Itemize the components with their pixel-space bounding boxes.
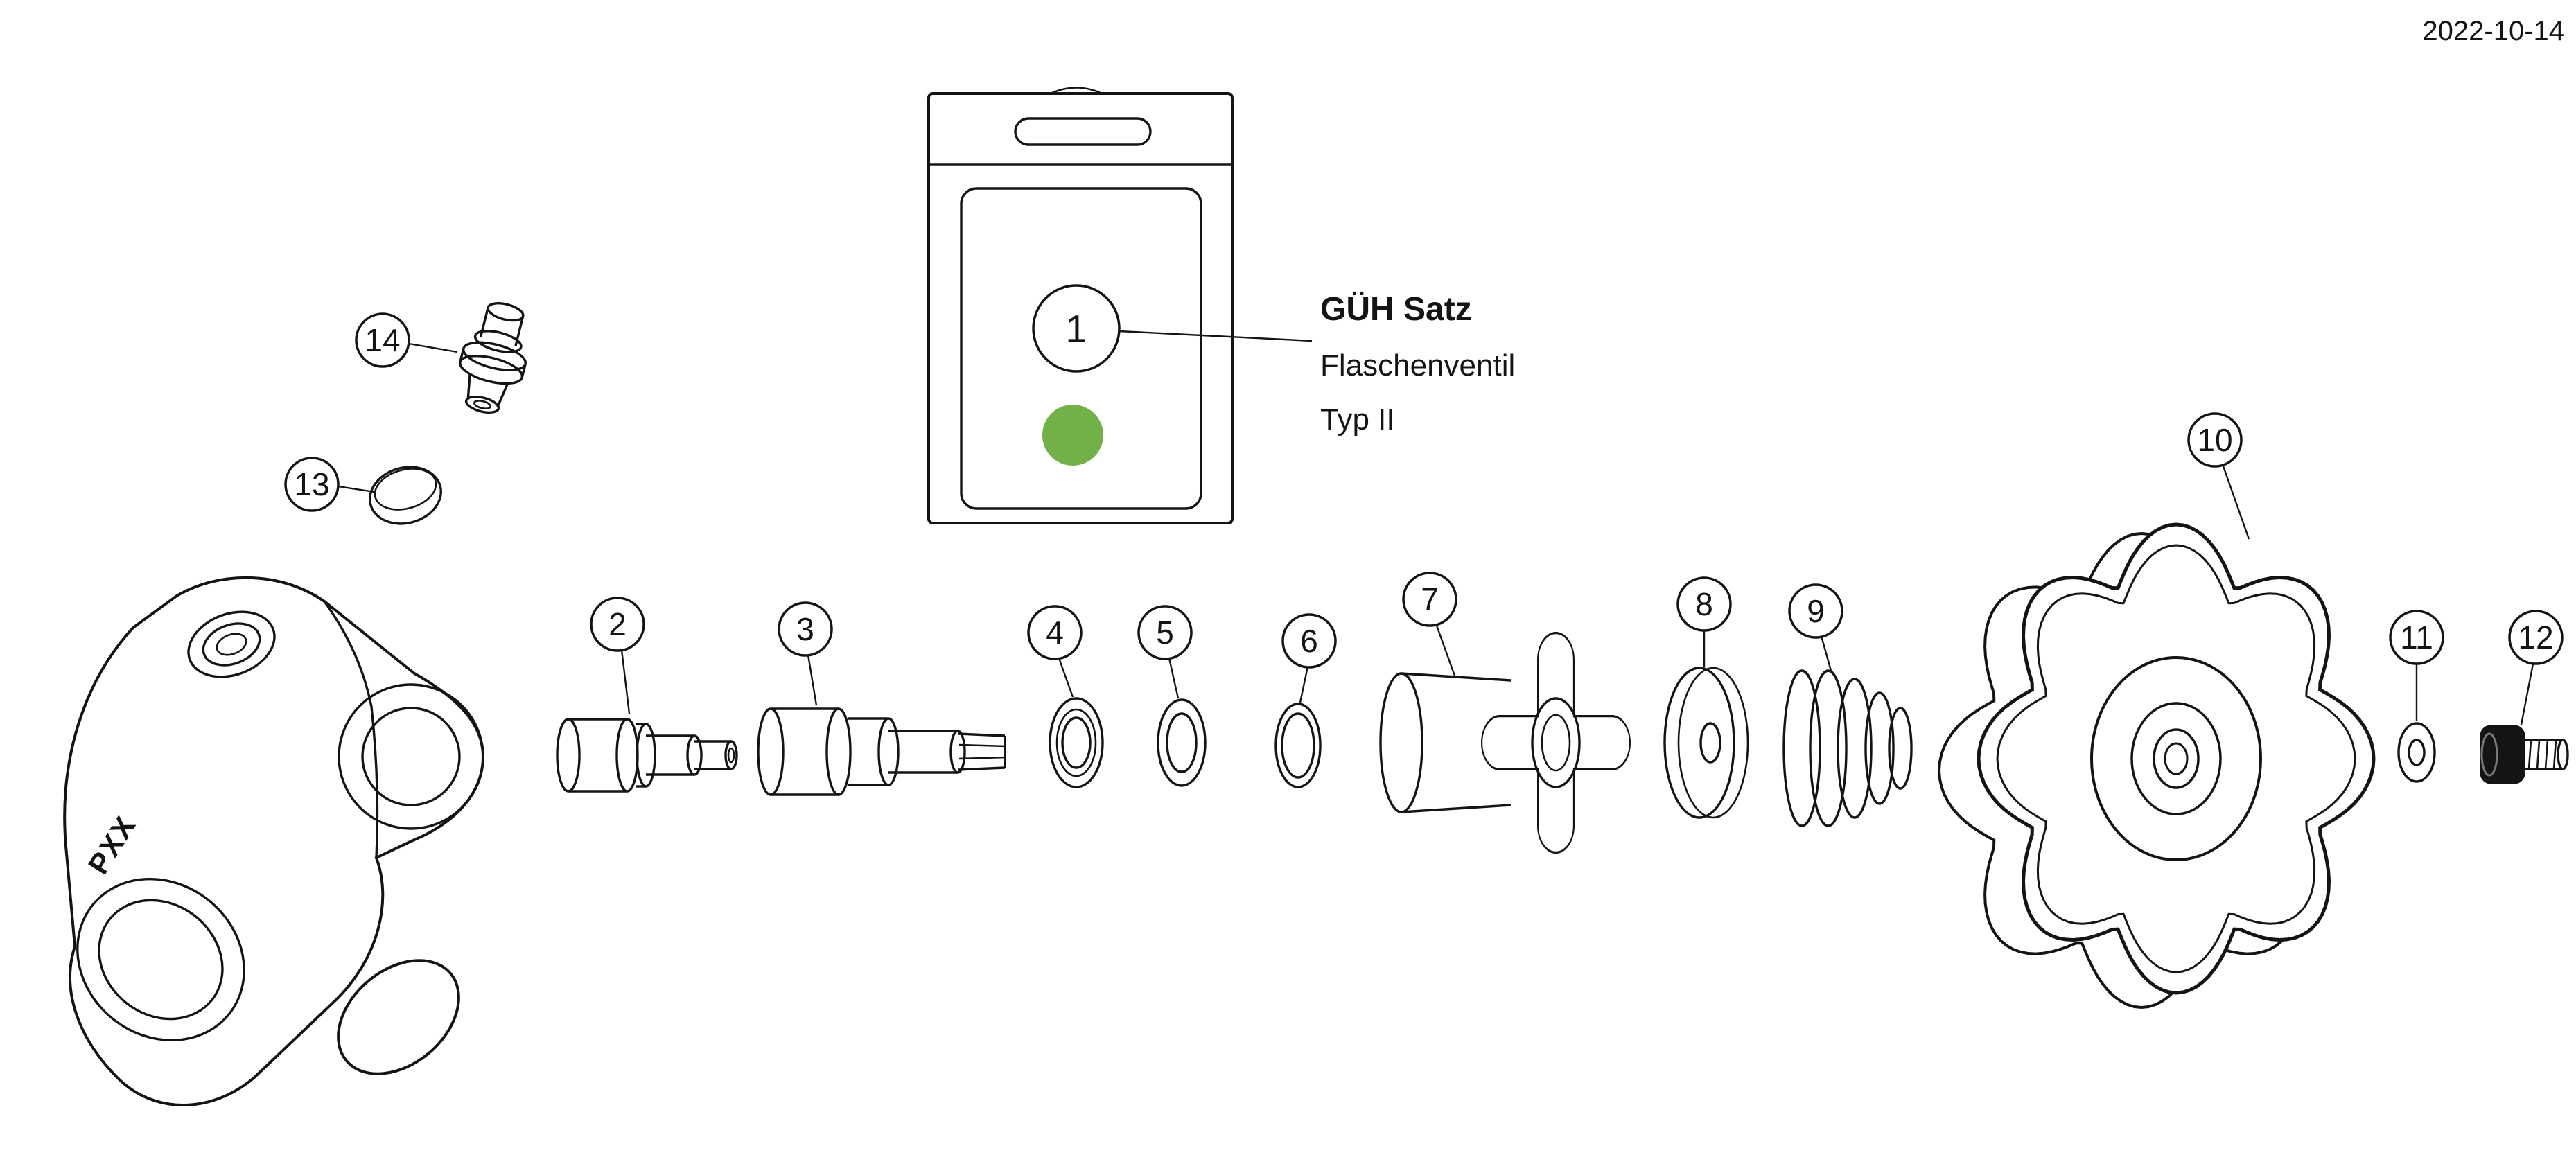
kit-label: GÜH Satz Flaschenventil Typ II [1119, 291, 1515, 436]
callout-9: 9 [1788, 583, 1843, 671]
part-7-drawing [1379, 632, 1631, 854]
callout-13: 13 [284, 457, 375, 512]
valve-body-outline [63, 576, 485, 1106]
svg-text:11: 11 [2400, 619, 2433, 655]
part-11-drawing [2397, 722, 2436, 783]
callout-2: 2 [590, 597, 645, 714]
svg-text:14: 14 [365, 322, 400, 358]
handwheel-hub-cone [2130, 702, 2222, 815]
svg-text:7: 7 [1421, 581, 1439, 617]
callout-10: 10 [2187, 412, 2250, 540]
right-port-outer [338, 683, 484, 830]
handwheel-center-hex [2164, 742, 2189, 775]
svg-text:6: 6 [1300, 623, 1318, 659]
callout-5: 5 [1137, 605, 1193, 699]
kit-title: GÜH Satz [1320, 291, 1472, 328]
callout-1: 1 [1032, 284, 1121, 373]
callout-3: 3 [778, 601, 833, 706]
top-port-outer-ring [187, 610, 276, 678]
kit-line2: Flaschenventil [1320, 349, 1515, 382]
svg-text:3: 3 [796, 611, 814, 647]
callout-11: 11 [2389, 610, 2444, 721]
bottom-opening-inner [98, 899, 224, 1021]
part-4-drawing [1049, 697, 1104, 788]
part-12-drawing [2480, 725, 2569, 784]
handwheel-center-hole [2153, 728, 2200, 789]
screw-socket [2480, 732, 2498, 777]
callout-12: 12 [2508, 610, 2564, 725]
part-6-drawing [1274, 703, 1322, 788]
date-label: 2022-10-14 [2422, 16, 2564, 46]
right-port-inner [361, 707, 461, 806]
part-2-drawing [556, 718, 738, 793]
callout-circle [1032, 284, 1121, 373]
callout-number: 1 [1065, 307, 1087, 351]
callout-7: 7 [1402, 572, 1457, 678]
kit-line3: Typ II [1320, 403, 1395, 436]
package-hang-slot [1014, 117, 1152, 146]
part-13-drawing [369, 466, 442, 525]
top-port-bore [216, 633, 247, 656]
package-top-notch [1050, 87, 1103, 95]
cross-flange [1481, 632, 1631, 854]
svg-text:9: 9 [1807, 593, 1825, 629]
svg-text:5: 5 [1156, 615, 1174, 651]
top-port-inner-ring [202, 622, 261, 667]
bottom-opening-outer [76, 877, 245, 1042]
bottom-right-port [337, 959, 460, 1075]
part-8-drawing [1663, 667, 1749, 819]
part-14-drawing [459, 302, 527, 414]
valve-body-crease [323, 601, 379, 858]
svg-text:8: 8 [1695, 586, 1713, 622]
label-leader-line [1119, 330, 1313, 342]
part-3-drawing [757, 707, 1007, 796]
valve-body-drawing: PXX [63, 576, 485, 1106]
handwheel-inner-ridge [1996, 544, 2356, 973]
callout-8: 8 [1676, 576, 1732, 667]
kit-highlight-dot [1042, 405, 1103, 466]
callout-4: 4 [1027, 605, 1083, 698]
part-5-drawing [1157, 698, 1207, 787]
svg-text:12: 12 [2518, 619, 2553, 655]
svg-text:2: 2 [608, 606, 627, 642]
handwheel-hub [2090, 656, 2262, 861]
svg-text:4: 4 [1046, 615, 1064, 651]
callout-6: 6 [1281, 613, 1337, 703]
part-10-handwheel-drawing [1937, 522, 2376, 1009]
svg-text:10: 10 [2197, 422, 2232, 458]
callout-14: 14 [355, 312, 458, 368]
part-9-drawing [1782, 669, 1913, 827]
package-window [960, 187, 1202, 510]
svg-text:13: 13 [294, 466, 329, 502]
